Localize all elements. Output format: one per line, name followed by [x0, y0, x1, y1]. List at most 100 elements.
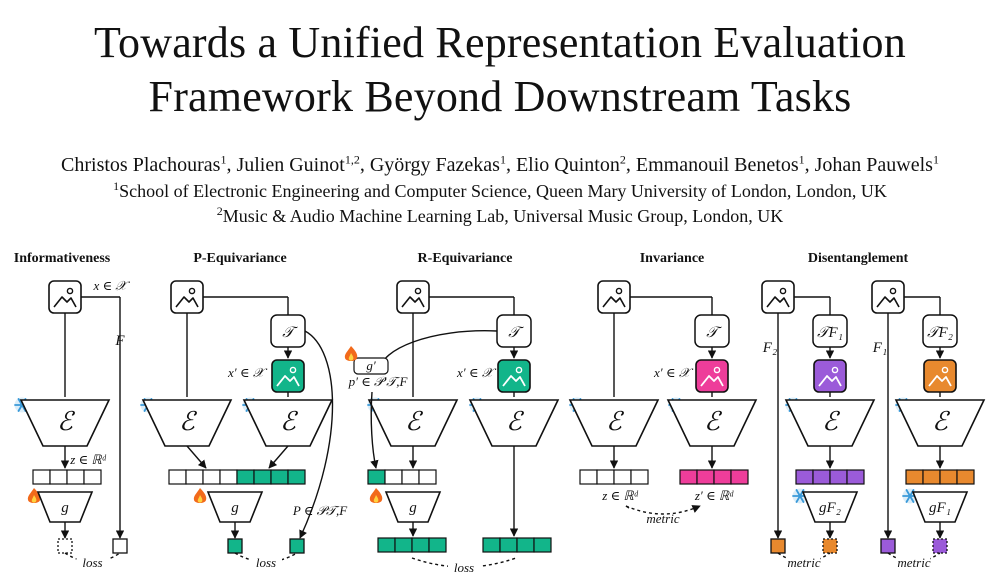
author: Elio Quinton2 — [515, 152, 626, 176]
loss-label: metric — [897, 555, 930, 570]
image-icon — [396, 280, 430, 314]
embedding-cell — [499, 537, 518, 553]
author: Johan Pauwels1 — [814, 152, 939, 176]
evaluation-framework-figure: Informativeness P-Equivariance R-Equivaria… — [13, 251, 985, 575]
paper-title-line-1: Towards a Unified Representation Evaluat… — [94, 18, 906, 67]
embedding-cell — [922, 469, 941, 485]
embedding-cell — [32, 469, 51, 485]
loss-label: metric — [787, 555, 820, 570]
encoder-label: ℰ — [606, 407, 624, 436]
metric-arc — [625, 505, 701, 515]
probe-label: g — [409, 500, 417, 516]
g-prime-box — [353, 357, 389, 375]
encoder-label: ℰ — [179, 407, 197, 436]
embedding-cell — [401, 469, 420, 485]
image-icon — [871, 280, 905, 314]
transformed-image-icon — [923, 359, 957, 393]
embedding-cell — [66, 469, 85, 485]
connector-line — [625, 505, 630, 509]
connector-path — [370, 391, 379, 469]
embedding-cell — [418, 469, 437, 485]
encoder-label: ℰ — [932, 407, 950, 436]
embedding-cell — [713, 469, 732, 485]
embedding-cell — [394, 537, 413, 553]
output-square — [932, 538, 948, 554]
embedding-cell — [384, 469, 403, 485]
encoder-label: ℰ — [506, 407, 524, 436]
embedding-cell — [236, 469, 255, 485]
loss-label: loss — [82, 555, 102, 570]
label-xprime: x′ ∈ 𝒳 — [456, 365, 497, 380]
label-F2: F₂ — [762, 340, 777, 356]
embedding-cell — [613, 469, 632, 485]
header-r-equivariance: R-Equivariance — [418, 251, 513, 266]
transform-label: 𝒯F₂ — [927, 325, 953, 341]
label-xprime: x′ ∈ 𝒳 — [227, 365, 268, 380]
encoder-label: ℰ — [405, 407, 423, 436]
embedding-cell — [939, 469, 958, 485]
label-z: z ∈ ℝᵈ — [69, 452, 106, 467]
connector-path — [186, 445, 207, 469]
probe-label: gF₁ — [929, 500, 951, 516]
loss-label: loss — [454, 560, 474, 575]
header-invariance: Invariance — [640, 251, 705, 266]
loss-label-bg — [250, 557, 282, 569]
embedding-cell — [253, 469, 272, 485]
affiliation-1: 1School of Electronic Engineering and Co… — [113, 179, 887, 201]
metric-label: metric — [646, 511, 679, 526]
loss-arc — [777, 552, 831, 563]
embedding-cell — [696, 469, 715, 485]
probe-label: gF₂ — [819, 500, 841, 516]
embedding-cell — [482, 537, 501, 553]
label-pprime: p′ ∈ 𝒫′𝒯,F — [348, 374, 409, 389]
output-square — [57, 538, 73, 554]
embedding-cell — [83, 469, 102, 485]
embedding-cell — [630, 469, 649, 485]
label-z: z ∈ ℝᵈ — [601, 488, 638, 503]
output-square — [822, 538, 838, 554]
embedding-cell — [185, 469, 204, 485]
embedding-cell — [956, 469, 975, 485]
flame-icon — [193, 488, 207, 503]
embedding-cell — [219, 469, 238, 485]
encoder-label: ℰ — [822, 407, 840, 436]
affiliation-2: 2Music & Audio Machine Learning Lab, Uni… — [216, 204, 784, 226]
embedding-cell — [795, 469, 814, 485]
label-xprime: x′ ∈ 𝒳 — [653, 365, 694, 380]
embedding-cell — [596, 469, 615, 485]
header-informativeness: Informativeness — [14, 251, 111, 266]
label-x: x ∈ 𝒳 — [92, 278, 130, 293]
transformed-image-icon — [813, 359, 847, 393]
header-disentanglement: Disentanglement — [808, 251, 909, 266]
figure-content: Informativeness P-Equivariance R-Equivaria… — [13, 251, 985, 575]
p-path — [299, 330, 334, 539]
loss-label-bg — [76, 557, 109, 569]
output-square — [289, 538, 305, 554]
header-p-equivariance: P-Equivariance — [193, 251, 286, 266]
embedding-cell — [533, 537, 552, 553]
loss-label-bg — [448, 562, 480, 574]
flame-icon — [27, 488, 41, 503]
embedding-cell — [287, 469, 306, 485]
connector-path — [268, 445, 289, 469]
embedding-cell — [516, 537, 535, 553]
output-square — [770, 538, 786, 554]
output-square — [112, 538, 128, 554]
encoder-label: ℰ — [280, 407, 298, 436]
author-list: Christos Plachouras1, Julien Guinot1,2, … — [61, 152, 939, 176]
embedding-cell — [579, 469, 598, 485]
flame-icon — [344, 346, 358, 361]
embedding-cell — [168, 469, 187, 485]
flame-icon — [369, 488, 383, 503]
embedding-cell — [270, 469, 289, 485]
probe-label: g — [231, 500, 239, 516]
image-icon — [48, 280, 82, 314]
transformed-image-icon — [497, 359, 531, 393]
output-square — [880, 538, 896, 554]
embedding-cell — [49, 469, 68, 485]
embedding-cell — [829, 469, 848, 485]
embedding-cell — [428, 537, 447, 553]
image-icon — [597, 280, 631, 314]
embedding-cell — [905, 469, 924, 485]
embedding-cell — [411, 537, 430, 553]
